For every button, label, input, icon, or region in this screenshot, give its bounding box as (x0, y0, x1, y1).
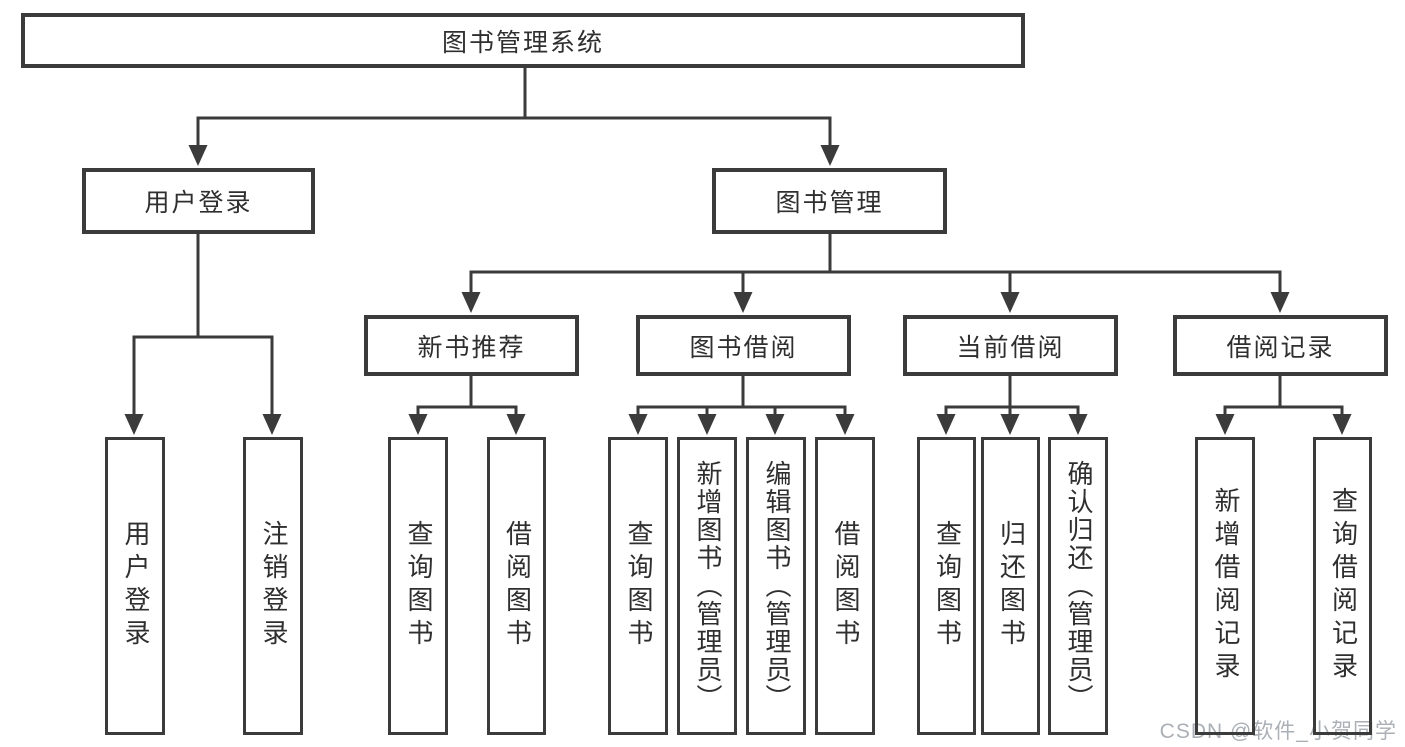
node-borrowing-records: 借阅记录 (1173, 315, 1388, 376)
arrow-down-icon (936, 414, 956, 435)
arrow-down-icon (820, 145, 840, 166)
node-label: 用户登录 (144, 189, 253, 217)
arrow-down-icons (124, 145, 1352, 435)
arrow-down-icon (1270, 292, 1290, 313)
watermark: CSDN @软件_小贺同学 (1159, 720, 1397, 743)
leaf-add-borrow-record: 新增借阅记录 (1195, 437, 1255, 735)
leaf-logout: 注销登录 (243, 437, 303, 735)
arrow-down-icon (188, 145, 208, 166)
arrow-down-icon (461, 292, 481, 313)
node-label: 图书管理 (775, 189, 884, 217)
leaf-return-book: 归还图书 (981, 437, 1040, 735)
node-label: 新书推荐 (417, 333, 526, 362)
node-label: 确认归还（管理员） (1063, 460, 1094, 712)
node-label: 新增借阅记录 (1210, 487, 1241, 685)
node-new-book-recommend: 新书推荐 (364, 315, 579, 376)
arrow-down-icon (1215, 414, 1235, 435)
leaf-user-login: 用户登录 (105, 437, 165, 735)
arrow-down-icon (765, 414, 785, 435)
node-label: 查询图书 (932, 520, 963, 652)
arrow-down-icon (1000, 292, 1020, 313)
leaf-add-book-admin: 新增图书（管理员） (677, 437, 737, 735)
node-label: 借阅记录 (1226, 333, 1335, 362)
node-label: 用户登录 (120, 520, 151, 652)
arrow-down-icon (408, 414, 428, 435)
arrow-down-icon (1332, 414, 1352, 435)
leaf-confirm-return-admin: 确认归还（管理员） (1048, 437, 1108, 735)
node-label: 查询图书 (403, 520, 434, 652)
node-label: 编辑图书（管理员） (761, 460, 792, 712)
node-label: 查询图书 (623, 520, 654, 652)
node-label: 归还图书 (996, 520, 1027, 652)
arrow-down-icon (506, 414, 526, 435)
node-label: 图书借阅 (689, 333, 798, 362)
node-label: 当前借阅 (956, 333, 1065, 362)
node-label: 借阅图书 (502, 520, 533, 652)
leaf-query-books-recommend: 查询图书 (388, 437, 448, 735)
arrow-down-icon (1000, 414, 1020, 435)
leaf-edit-book-admin: 编辑图书（管理员） (746, 437, 806, 735)
arrow-down-icon (628, 414, 648, 435)
node-label: 借阅图书 (830, 520, 861, 652)
node-label: 查询借阅记录 (1328, 487, 1359, 685)
node-root: 图书管理系统 (21, 13, 1025, 68)
arrow-down-icon (124, 414, 144, 435)
leaf-query-borrow-record: 查询借阅记录 (1313, 437, 1372, 735)
arrow-down-icon (262, 414, 282, 435)
arrow-down-icon (697, 414, 717, 435)
arrow-down-icon (733, 292, 753, 313)
arrow-down-icon (1068, 414, 1088, 435)
connector-path (132, 67, 1344, 416)
node-label: 图书管理系统 (441, 28, 604, 57)
node-label: 注销登录 (258, 520, 289, 652)
node-user-login: 用户登录 (82, 168, 315, 234)
leaf-query-books-borrow: 查询图书 (608, 437, 668, 735)
node-label: 新增图书（管理员） (692, 460, 723, 712)
node-book-management: 图书管理 (712, 168, 947, 234)
leaf-borrow-books: 借阅图书 (815, 437, 875, 735)
node-current-borrowing: 当前借阅 (903, 315, 1118, 376)
leaf-borrow-books-recommend: 借阅图书 (487, 437, 546, 735)
node-book-borrowing: 图书借阅 (636, 315, 851, 376)
leaf-query-books-current: 查询图书 (917, 437, 976, 735)
arrow-down-icon (835, 414, 855, 435)
